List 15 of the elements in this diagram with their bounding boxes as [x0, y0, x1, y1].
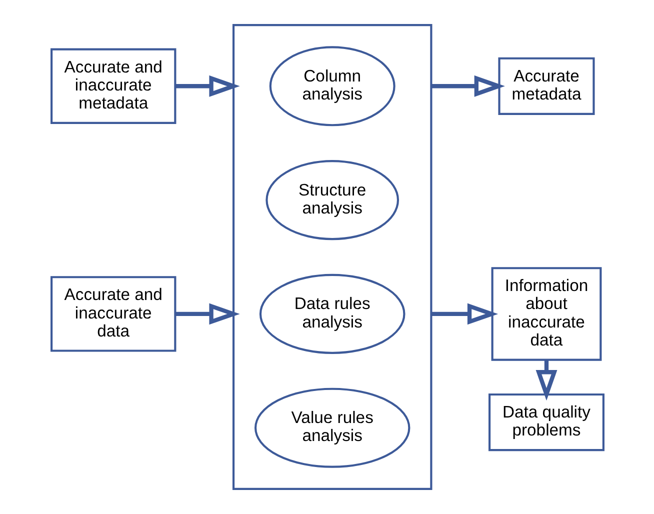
arrow [175, 303, 240, 325]
node-ellipse: Column analysis [268, 46, 395, 126]
node-box: Accurate and inaccurate data [50, 276, 176, 352]
arrow [535, 360, 557, 401]
arrow [430, 303, 498, 325]
node-ellipse: Structure analysis [265, 160, 399, 240]
arrow [430, 75, 504, 97]
node-box: Data quality problems [488, 393, 604, 452]
arrow [175, 75, 240, 97]
node-box: Accurate and inaccurate metadata [50, 48, 176, 124]
node-box: Accurate metadata [498, 57, 594, 115]
cluster [232, 24, 432, 490]
node-box: Information about inaccurate data [490, 267, 602, 361]
node-ellipse: Data rules analysis [258, 274, 405, 354]
node-ellipse: Value rules analysis [254, 388, 410, 468]
